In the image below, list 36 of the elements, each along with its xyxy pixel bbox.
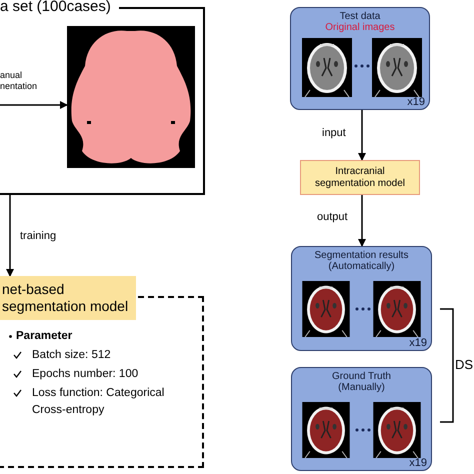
arrow <box>358 195 366 247</box>
panel-title: Test data <box>338 11 382 22</box>
count-label: x19 <box>409 337 427 350</box>
frame-title: a set (100cases) <box>0 0 119 16</box>
edge-label: input <box>322 128 347 139</box>
model-box <box>0 276 136 320</box>
picture <box>302 38 352 97</box>
list-item: Batch size: 512 <box>32 348 112 363</box>
count-label: x19 <box>407 96 425 109</box>
picture <box>302 281 350 337</box>
panel-subtitle: Original images <box>325 22 395 33</box>
panel-title: Ground Truth (Manually) <box>331 371 392 393</box>
panel-title: Segmentation results (Automatically) <box>314 250 410 272</box>
image-panel <box>290 7 430 110</box>
bracket-label: DS <box>455 357 474 372</box>
picture <box>372 38 422 97</box>
arrow <box>0 101 68 109</box>
arrow <box>358 110 366 161</box>
image-panel <box>291 367 432 471</box>
edge-label: training <box>20 231 58 242</box>
image-panel <box>291 246 432 351</box>
model-box <box>300 160 420 195</box>
edge-label: anual nentation <box>0 70 38 92</box>
dashed-box <box>0 296 204 468</box>
model-title: net-based segmentation model <box>2 281 130 315</box>
arrow <box>6 195 14 277</box>
picture <box>373 281 421 337</box>
count-label: x19 <box>409 457 427 470</box>
list-item: Epochs number: 100 <box>32 367 140 382</box>
picture <box>67 26 195 168</box>
list-heading: Parameter <box>16 329 72 344</box>
picture <box>302 402 350 458</box>
picture <box>373 402 421 458</box>
model-title: Intracranial segmentation model <box>314 166 406 190</box>
list-item: Loss function: Categorical Cross-entropy <box>32 386 166 418</box>
edge-label: output <box>317 212 349 223</box>
